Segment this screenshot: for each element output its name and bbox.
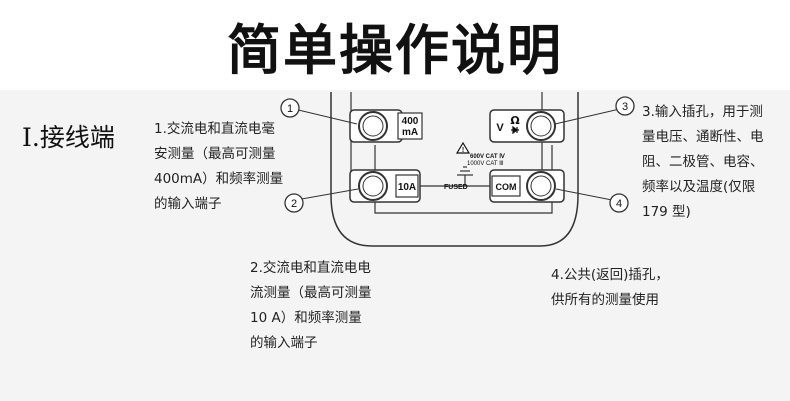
terminal-4-description: 4.公共(返回)插孔， 供所有的测量使用 xyxy=(551,263,669,313)
terminal-label: 10A xyxy=(398,182,416,193)
terminal-2-description: 2.交流电和直流电电 流测量（最高可测量 10 A）和频率测量 的输入端子 xyxy=(250,256,372,356)
cat-rating-line-2: 1000V CAT Ⅲ xyxy=(467,161,503,167)
cat-rating-line-1: 600V CAT Ⅳ xyxy=(470,153,505,160)
callout-number-3: 3 xyxy=(615,96,635,116)
terminal-3-description: 3.输入插孔，用于测 量电压、通断性、电 阻、二极管、电容、 频率以及温度(仅限… xyxy=(642,100,764,225)
desc-line: 3.输入插孔，用于测 xyxy=(642,104,763,120)
desc-line: 频率以及温度(仅限 xyxy=(642,179,756,195)
callout-number-text: 3 xyxy=(622,101,628,113)
desc-line: 1.交流电和直流电毫 xyxy=(154,121,275,137)
terminal-1-description: 1.交流电和直流电毫 安测量（最高可测量 400mA）和频率测量 的输入端子 xyxy=(154,117,283,217)
desc-line: 10 A）和频率测量 xyxy=(250,310,362,326)
callout-number-4: 4 xyxy=(609,193,629,213)
desc-line: 阻、二极管、电容、 xyxy=(642,154,764,170)
terminal-10a: 10A xyxy=(349,169,421,203)
desc-line: 供所有的测量使用 xyxy=(551,292,659,308)
section-heading: I.接线端 xyxy=(22,123,115,152)
desc-line: 流测量（最高可测量 xyxy=(250,285,372,301)
desc-line: 的输入端子 xyxy=(154,196,222,212)
callout-lines xyxy=(289,107,625,202)
diode-icon xyxy=(511,125,519,135)
terminal-label: 400 xyxy=(402,116,419,127)
warning-icon: ! xyxy=(455,141,471,154)
page-title: 简单操作说明 xyxy=(227,19,563,82)
callout-number-text: 2 xyxy=(291,198,297,210)
desc-line: 179 型) xyxy=(642,204,691,220)
desc-line: 2.交流电和直流电电 xyxy=(250,260,371,276)
fused-label: FUSED xyxy=(444,184,468,191)
terminal-v-ohm: V Ω xyxy=(489,109,565,143)
desc-line: 的输入端子 xyxy=(250,335,318,351)
terminal-com: COM xyxy=(489,169,565,203)
callout-number-2: 2 xyxy=(284,193,304,213)
terminal-label: mA xyxy=(402,127,418,138)
desc-line: 400mA）和频率测量 xyxy=(154,171,284,187)
callout-number-1: 1 xyxy=(280,98,300,118)
terminal-label: V xyxy=(496,122,504,134)
svg-text:!: ! xyxy=(462,147,464,154)
desc-line: 量电压、通断性、电 xyxy=(642,129,764,145)
callout-number-text: 1 xyxy=(287,103,293,115)
desc-line: 安测量（最高可测量 xyxy=(154,146,276,162)
meter-body-outline xyxy=(330,92,579,247)
callout-number-text: 4 xyxy=(616,198,622,210)
terminal-label: Ω xyxy=(510,114,520,127)
terminal-400ma: 400 mA xyxy=(349,109,423,143)
terminal-label: COM xyxy=(496,182,517,192)
desc-line: 4.公共(返回)插孔， xyxy=(551,267,669,283)
